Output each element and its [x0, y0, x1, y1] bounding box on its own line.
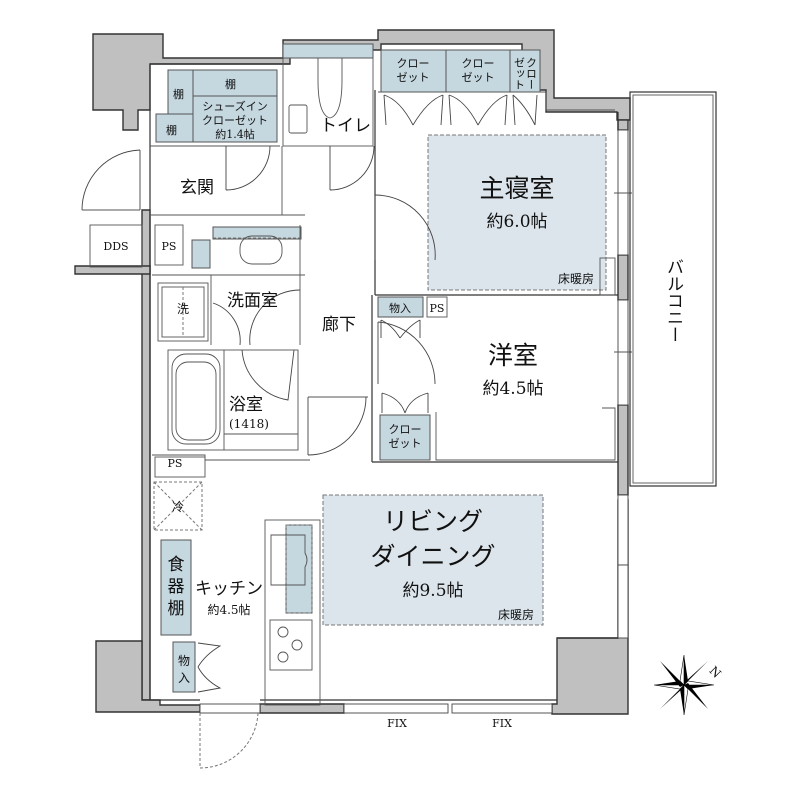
- window-fix-2: [451, 703, 553, 714]
- master-bedroom-size: 約6.0帖: [486, 212, 547, 232]
- ps-box-2: [154, 456, 206, 478]
- entrance-label: 玄関: [180, 178, 214, 198]
- toilet-label: トイレ: [320, 116, 371, 136]
- living-dining: [322, 494, 544, 626]
- shelf-label: 棚: [166, 123, 177, 137]
- fix-window-label: FIX: [492, 717, 512, 730]
- dish-cabinet-label-2: 器: [168, 577, 185, 597]
- shoe-closet-label-2: クローゼット: [202, 114, 268, 127]
- bathroom-label: 浴室: [229, 395, 263, 415]
- kitchen-size: 約4.5帖: [207, 602, 250, 617]
- master-bedroom-label: 主寝室: [479, 174, 554, 203]
- western-room-size: 約4.5帖: [482, 379, 543, 399]
- living-label-2: ダイニング: [370, 542, 495, 571]
- burner-icon: [291, 639, 303, 651]
- bathtub-icon: [171, 353, 221, 445]
- window-living-1: [617, 494, 629, 566]
- closet-label: クロー: [462, 57, 495, 70]
- toilet-bowl-icon: [317, 58, 343, 119]
- floor-heating-label: 床暖房: [498, 607, 534, 622]
- vanity-shelf: [212, 226, 302, 240]
- window-fix-1: [343, 703, 449, 714]
- dish-cabinet: [160, 539, 192, 636]
- storage-label: 物入: [389, 301, 411, 315]
- shoe-closet-size: 約1.4帖: [215, 127, 255, 141]
- floor-heating-label: 床暖房: [558, 271, 594, 286]
- toilet-tank-shelf: [282, 43, 374, 59]
- fix-window-label: FIX: [387, 717, 407, 730]
- wall-right-1: [617, 119, 629, 131]
- washroom-label: 洗面室: [227, 291, 278, 311]
- shelf-left-bottom: [155, 113, 194, 143]
- master-bedroom: [427, 134, 607, 291]
- storage-label-v1: 物: [178, 654, 190, 668]
- shelf-top: [192, 69, 278, 97]
- fridge-space: [153, 481, 203, 531]
- storage-western: [377, 296, 424, 318]
- burner-icon: [277, 626, 289, 638]
- shoe-closet-label-1: シューズイン: [202, 99, 267, 113]
- washer-label: 洗: [177, 302, 189, 316]
- window-bedroom: [617, 129, 629, 256]
- balcony: [629, 91, 717, 487]
- wall-right-2: [617, 254, 629, 301]
- dds-label: DDS: [103, 240, 128, 253]
- storage-kitchen: [172, 641, 196, 693]
- storage-label-v2: 入: [178, 671, 190, 685]
- living-size: 約9.5帖: [402, 581, 463, 601]
- living-label-1: リビング: [383, 507, 483, 536]
- closet-label: クロー: [397, 57, 430, 70]
- window-western: [617, 299, 629, 406]
- closet-label: ゼット: [397, 71, 430, 84]
- shelf-label: 棚: [225, 77, 236, 91]
- ps-label: PS: [430, 302, 445, 315]
- hallway-label: 廊下: [322, 315, 356, 335]
- dish-cabinet-label-3: 棚: [168, 599, 185, 619]
- wall-bottom-right: [551, 499, 629, 715]
- shelf-label: 棚: [173, 87, 184, 101]
- wall-right-3: [617, 404, 629, 496]
- washroom-cabinet: [191, 239, 211, 269]
- kitchen-sink-icon: [270, 534, 308, 586]
- shoe-closet: [192, 95, 278, 143]
- dish-cabinet-label-1: 食: [168, 555, 185, 575]
- window-kitchen: [199, 703, 261, 714]
- closet-label: ゼット: [462, 71, 495, 84]
- closet-label: ゼット: [389, 437, 422, 450]
- window-living-2: [617, 564, 629, 639]
- kitchen-label: キッチン: [195, 579, 263, 599]
- closet-label-vertical: クロー: [525, 57, 538, 90]
- fridge-label: 冷: [172, 500, 184, 514]
- wash-basin-icon: [239, 235, 283, 265]
- cooktop: [269, 619, 313, 671]
- ps-label: PS: [162, 240, 177, 253]
- shelf-left-top: [167, 69, 194, 115]
- kitchen-counter: [264, 519, 321, 706]
- dds-box: [89, 224, 143, 268]
- burner-icon: [277, 651, 289, 663]
- closet-label-vertical: ゼット: [513, 57, 526, 90]
- wall-left: [141, 209, 151, 701]
- western-room-label: 洋室: [488, 341, 538, 370]
- closet-3: [509, 49, 541, 93]
- bathroom: [167, 349, 299, 451]
- wall-bottom-left: [95, 640, 201, 713]
- kitchen-sink-area: [285, 524, 313, 614]
- north-label: N: [707, 664, 724, 681]
- closet-2: [445, 49, 511, 93]
- washer-box: [157, 282, 209, 342]
- compass-icon: [653, 654, 715, 716]
- ps-box-1: [154, 224, 184, 266]
- ps-label: PS: [168, 457, 183, 470]
- closet-label: クロー: [389, 423, 422, 436]
- toilet-sink-icon: [288, 104, 308, 134]
- balcony-label: バルコニー: [663, 258, 683, 343]
- bathroom-size: (1418): [229, 417, 269, 431]
- closet-western: [379, 414, 431, 461]
